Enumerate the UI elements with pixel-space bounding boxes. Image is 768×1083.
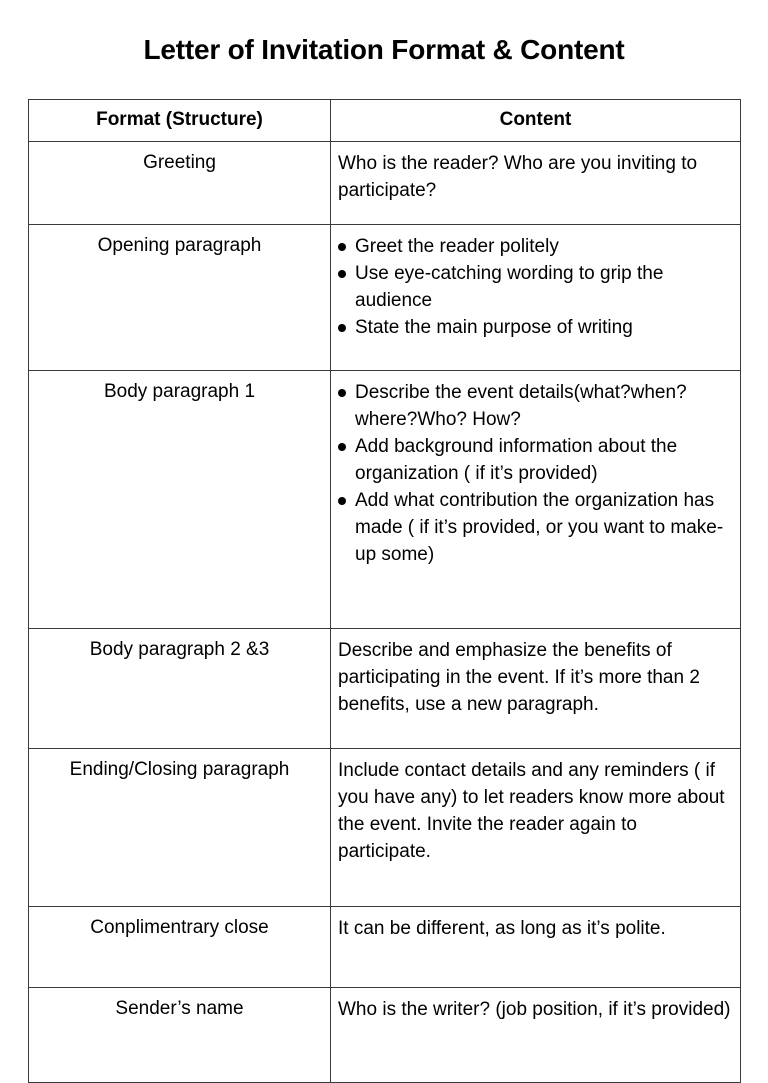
content-bullet-list: Describe the event details(what?when?whe… xyxy=(338,379,734,568)
content-paragraph: Who is the writer? (job position, if it’… xyxy=(338,999,731,1020)
table-header: Format (Structure) Content xyxy=(28,99,741,142)
list-item: Use eye-catching wording to grip the aud… xyxy=(338,260,734,314)
format-cell: Conplimentrary close xyxy=(28,906,331,988)
document-page: Letter of Invitation Format & Content Fo… xyxy=(28,34,741,1083)
content-cell: Who is the writer? (job position, if it’… xyxy=(330,987,741,1083)
format-cell: Ending/Closing paragraph xyxy=(28,748,331,907)
list-item-label: Add background information about the org… xyxy=(355,436,678,484)
list-item-label: Use eye-catching wording to grip the aud… xyxy=(355,263,664,311)
bullet-dot-icon xyxy=(338,243,346,251)
list-item: Greet the reader politely xyxy=(338,233,734,260)
table-header-row: Format (Structure) Content xyxy=(28,99,741,142)
table-row: Sender’s name Who is the writer? (job pos… xyxy=(28,987,741,1083)
table-row: Body paragraph 1 Describe the event detai… xyxy=(28,370,741,629)
list-item-label: Describe the event details(what?when?whe… xyxy=(355,382,687,430)
column-header-format: Format (Structure) xyxy=(28,99,331,142)
content-paragraph: Describe and emphasize the benefits of p… xyxy=(338,640,700,715)
format-cell: Body paragraph 1 xyxy=(28,370,331,629)
list-item: Add background information about the org… xyxy=(338,433,734,487)
bullet-dot-icon xyxy=(338,270,346,278)
bullet-dot-icon xyxy=(338,497,346,505)
format-cell: Sender’s name xyxy=(28,987,331,1083)
page-title: Letter of Invitation Format & Content xyxy=(143,34,625,65)
bullet-dot-icon xyxy=(338,389,346,397)
content-paragraph: Include contact details and any reminder… xyxy=(338,760,725,862)
content-cell: Describe the event details(what?when?whe… xyxy=(330,370,741,629)
content-cell: It can be different, as long as it’s pol… xyxy=(330,906,741,988)
content-paragraph: It can be different, as long as it’s pol… xyxy=(338,918,666,939)
list-item: Add what contribution the organization h… xyxy=(338,487,734,568)
bullet-dot-icon xyxy=(338,324,346,332)
content-cell: Include contact details and any reminder… xyxy=(330,748,741,907)
list-item-label: State the main purpose of writing xyxy=(355,317,633,338)
content-cell: Describe and emphasize the benefits of p… xyxy=(330,628,741,749)
list-item: State the main purpose of writing xyxy=(338,314,734,341)
column-header-content: Content xyxy=(330,99,741,142)
list-item-label: Greet the reader politely xyxy=(355,236,559,257)
list-item-label: Add what contribution the organization h… xyxy=(355,490,724,565)
table-row: Conplimentrary close It can be different,… xyxy=(28,906,741,988)
format-cell: Body paragraph 2 &3 xyxy=(28,628,331,749)
list-item: Describe the event details(what?when?whe… xyxy=(338,379,734,433)
format-cell: Greeting xyxy=(28,141,331,225)
format-cell: Opening paragraph xyxy=(28,224,331,371)
content-cell: Who is the reader? Who are you inviting … xyxy=(330,141,741,225)
content-paragraph: Who is the reader? Who are you inviting … xyxy=(338,153,698,201)
bullet-dot-icon xyxy=(338,443,346,451)
